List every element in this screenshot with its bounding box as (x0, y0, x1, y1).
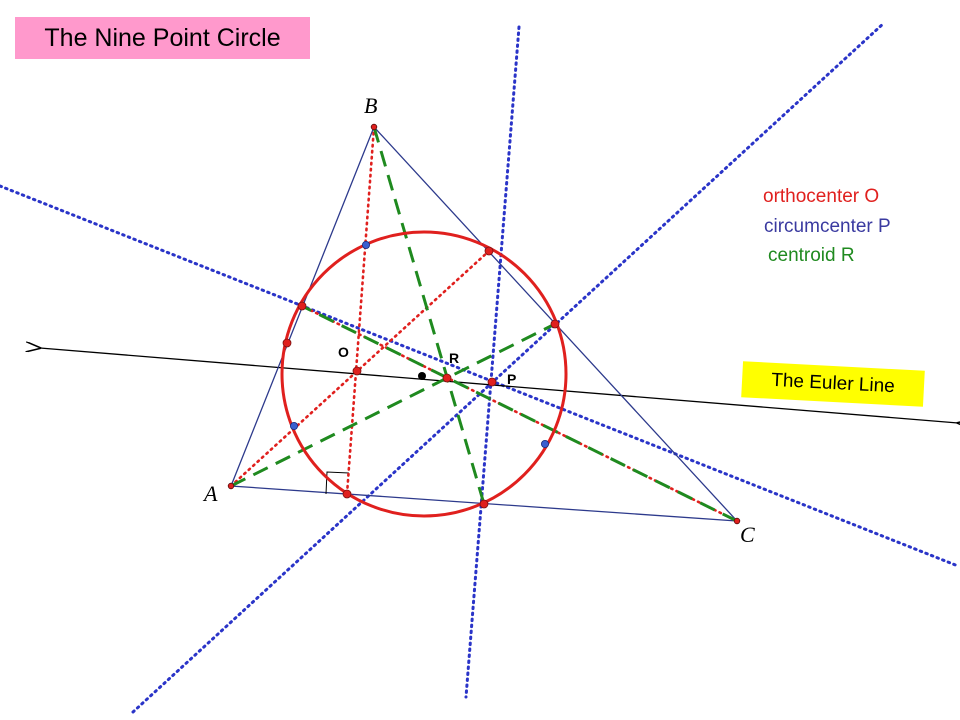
vertex-b (370, 123, 378, 131)
point-midpoint-ab (282, 338, 292, 348)
euler-line (40, 348, 958, 423)
point-upper-blue (361, 240, 370, 249)
legend-centroid: centroid R (768, 245, 855, 266)
median-from-b (372, 126, 486, 505)
label-o: O (338, 344, 349, 360)
vertices (227, 123, 741, 525)
point-foot-altitude-a (484, 246, 494, 256)
right-angle-marker (325, 471, 350, 495)
point-left-blue (289, 421, 298, 430)
point-foot-altitude-b (342, 489, 352, 499)
bisector-ac (464, 25, 521, 699)
altitudes (229, 125, 739, 523)
point-midpoint-bc (550, 319, 560, 329)
vertex-label-b: B (364, 93, 377, 118)
vertex-label-c: C (740, 522, 755, 547)
altitude-from-b (345, 125, 376, 496)
point-right-blue (541, 439, 550, 448)
point-midpoint-ac (479, 499, 489, 509)
orthocenter-point (352, 366, 362, 376)
vertex-a (227, 482, 235, 490)
label-r: R (449, 350, 459, 366)
label-p: P (507, 371, 516, 387)
euler-midpoints (289, 240, 550, 448)
nine-point-center (418, 372, 426, 380)
legend-orthocenter: orthocenter O (763, 186, 880, 207)
nine-points (282, 246, 560, 509)
point-foot-altitude-c (297, 301, 307, 311)
median-from-a (230, 322, 556, 488)
nine-point-circle (280, 230, 568, 518)
vertex-c (733, 517, 741, 525)
medians (230, 126, 738, 523)
median-from-c (301, 304, 738, 523)
diagram-title: The Nine Point Circle (15, 17, 310, 59)
circumcenter-point (487, 377, 497, 387)
centroid-point (442, 373, 452, 383)
legend-circumcenter: circumcenter P (764, 216, 891, 237)
vertex-label-a: A (202, 481, 218, 506)
triangle-abc (230, 125, 739, 522)
